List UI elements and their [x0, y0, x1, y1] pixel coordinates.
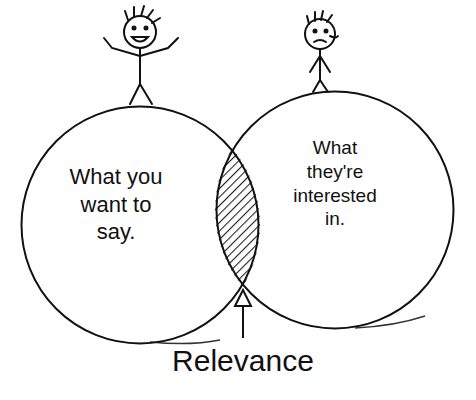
happy-person [104, 6, 178, 104]
caption-label: Relevance [172, 344, 314, 378]
circle-text: What they're interested in. [283, 136, 387, 231]
ground-stroke [150, 316, 425, 344]
pointer-arrow [235, 290, 251, 338]
circle-outline [20, 105, 260, 345]
venn-circle: What they're interested in. [215, 90, 455, 330]
venn-circle: What you want to say. [20, 105, 260, 345]
circle-text: What you want to say. [60, 163, 172, 246]
overlap-hatching [20, 105, 260, 345]
glum-person [305, 11, 338, 92]
